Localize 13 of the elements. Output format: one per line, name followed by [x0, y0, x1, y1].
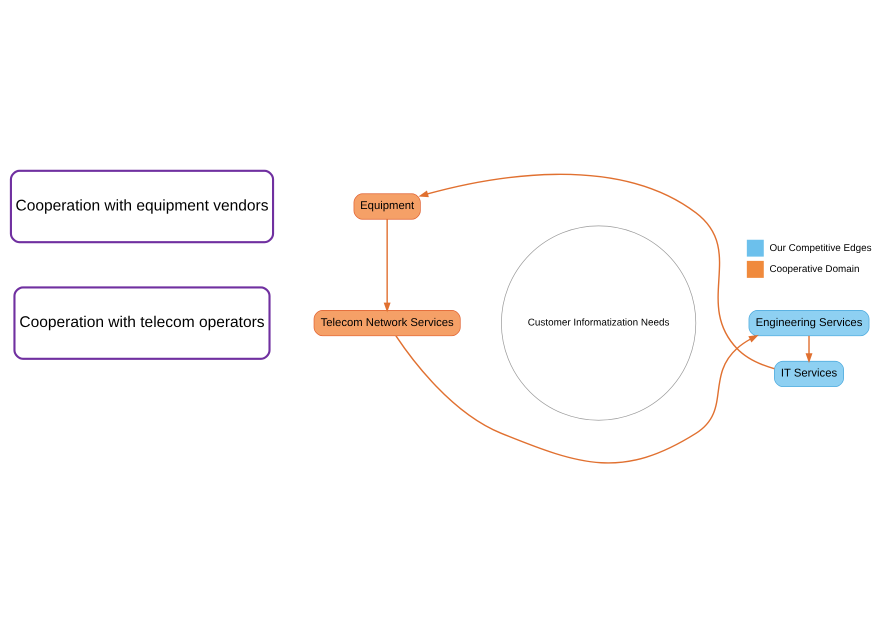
node-box: Equipment	[354, 192, 421, 220]
node-box: Telecom Network Services	[314, 310, 461, 336]
legend-label: Cooperative Domain	[769, 264, 860, 274]
arrow	[384, 218, 391, 312]
arrow	[395, 334, 759, 463]
node-box: IT Services	[774, 360, 844, 387]
legend-label: Our Competitive Edges	[769, 242, 872, 254]
arrow	[806, 335, 812, 363]
arrow	[418, 173, 775, 369]
node-box: Cooperation with equipment vendors	[10, 169, 274, 243]
node-circle: Customer Informatization Needs	[501, 225, 696, 420]
node-box: Cooperation with telecom operators	[13, 286, 271, 360]
node-box: Engineering Services	[748, 310, 870, 336]
